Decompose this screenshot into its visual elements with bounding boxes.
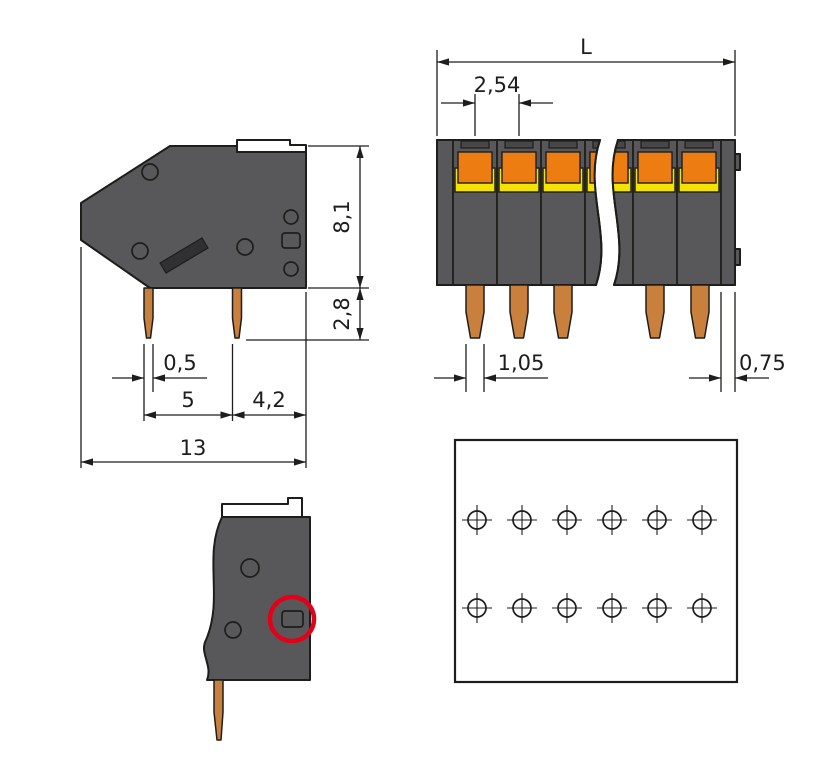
actuator-button: [612, 151, 629, 184]
front-view-left-section: [436, 139, 603, 286]
actuator-button: [637, 151, 673, 184]
dim-label-pitch: 2,54: [474, 73, 521, 97]
top-notch: [460, 140, 490, 149]
front-solder-pin: [553, 284, 573, 339]
front-view-right-section: [611, 139, 741, 286]
side-hole-center: [236, 238, 254, 256]
pcb-outline: [453, 438, 739, 684]
dim-label-overall-length: L: [580, 35, 592, 59]
actuator-button: [681, 151, 717, 184]
front-solder-pin: [509, 284, 529, 339]
side-hole-right-lower: [283, 261, 299, 277]
detail-solder-pin: [213, 679, 224, 741]
side-latch-recess: [281, 232, 301, 249]
side-view-dimensions: 8,1 2,8 0,5 5 4,2 13: [80, 145, 369, 468]
detail-hole-upper: [240, 558, 260, 578]
dim-label-pin-width: 1,05: [498, 351, 545, 375]
dim-label-housing-depth: 13: [180, 436, 207, 460]
front-solder-pin: [690, 284, 710, 339]
side-hole-bottom-left: [131, 242, 149, 260]
detail-view: [203, 497, 317, 741]
highlight-circle: [267, 594, 317, 644]
drill-plan: [453, 438, 739, 684]
detail-hole-lower: [224, 621, 242, 639]
actuator-button: [545, 151, 581, 184]
side-hole-right-upper: [283, 209, 299, 225]
top-notch: [504, 140, 534, 149]
dim-label-housing-height: 8,1: [330, 200, 354, 233]
front-view: [436, 139, 741, 339]
front-right-decor: [612, 140, 720, 193]
actuator-button: [457, 151, 493, 184]
dim-label-pin-thickness: 0,5: [163, 351, 196, 375]
side-actuation-slot: [159, 237, 209, 274]
top-notch: [640, 140, 670, 149]
front-housing-right-outline: [611, 139, 736, 286]
top-notch: [612, 140, 626, 149]
dim-label-end-wall: 0,75: [739, 351, 786, 375]
front-view-dimensions: L 2,54 1,05 0,75: [434, 35, 786, 392]
dim-label-pin-spacing: 5: [181, 388, 194, 412]
side-view: [80, 139, 307, 339]
top-notch: [548, 140, 578, 149]
detail-pusher-cover: [221, 497, 303, 518]
side-pusher-cover: [236, 139, 307, 153]
top-notch: [592, 140, 602, 149]
side-solder-pin-left: [143, 287, 154, 339]
side-solder-pin-right: [231, 287, 243, 339]
dim-label-pin-length: 2,8: [330, 297, 354, 330]
dim-label-pin-to-edge: 4,2: [252, 388, 285, 412]
side-hole-top-left: [141, 163, 159, 181]
actuator-button: [501, 151, 537, 184]
side-housing-body: [80, 145, 307, 289]
front-solder-pin: [645, 284, 665, 339]
front-solder-pin: [465, 284, 485, 339]
detail-latch-recess: [281, 610, 304, 628]
top-notch: [684, 140, 714, 149]
front-housing-left-outline: [436, 139, 603, 286]
